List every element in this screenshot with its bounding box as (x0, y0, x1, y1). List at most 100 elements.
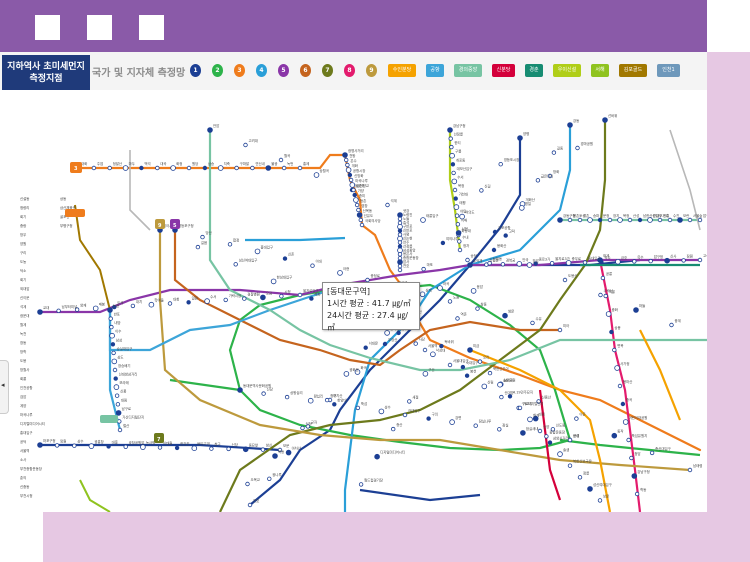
station-marker[interactable] (250, 165, 255, 171)
station-marker[interactable] (547, 173, 553, 179)
station-marker[interactable] (365, 277, 370, 283)
station-marker[interactable] (615, 259, 621, 265)
station-marker[interactable] (517, 405, 523, 411)
station-marker[interactable] (426, 416, 431, 421)
station-marker[interactable] (226, 446, 231, 452)
station-marker[interactable] (88, 443, 95, 449)
station-marker[interactable] (130, 303, 136, 309)
station-marker[interactable] (477, 359, 483, 364)
station-marker[interactable] (354, 369, 361, 375)
station-marker[interactable] (343, 371, 350, 377)
line-chip-17[interactable]: 김포골드 (619, 64, 647, 77)
station-marker[interactable] (449, 419, 455, 425)
station-marker[interactable] (587, 486, 593, 492)
station-marker[interactable] (587, 217, 593, 223)
station-marker[interactable] (602, 117, 608, 123)
station-marker[interactable] (174, 445, 180, 451)
line-chip-6[interactable]: 6 (300, 64, 311, 77)
window-square-1[interactable] (35, 15, 60, 40)
station-marker[interactable] (453, 196, 458, 201)
station-marker[interactable] (605, 311, 612, 317)
station-marker[interactable] (110, 342, 116, 347)
station-marker[interactable] (681, 258, 686, 263)
station-marker[interactable] (385, 202, 390, 208)
station-marker[interactable] (629, 455, 634, 461)
station-marker[interactable] (349, 182, 356, 188)
station-marker[interactable] (582, 260, 588, 265)
station-marker[interactable] (209, 446, 214, 451)
station-marker[interactable] (260, 447, 266, 452)
station-marker[interactable] (397, 252, 403, 257)
station-marker[interactable] (260, 294, 266, 301)
line-chip-1[interactable]: 1 (190, 64, 201, 77)
station-marker[interactable] (285, 449, 292, 456)
station-marker[interactable] (54, 443, 60, 448)
station-marker[interactable] (342, 152, 348, 158)
station-marker[interactable] (500, 262, 506, 267)
station-marker[interactable] (455, 230, 462, 236)
station-marker[interactable] (448, 136, 453, 141)
station-marker[interactable] (115, 410, 122, 416)
station-marker[interactable] (575, 145, 580, 151)
station-marker[interactable] (402, 412, 408, 418)
line-chip-8[interactable]: 8 (344, 64, 355, 77)
station-marker[interactable] (397, 224, 403, 230)
line-chip-12[interactable]: 경의중앙 (454, 64, 482, 77)
station-marker[interactable] (37, 309, 43, 315)
station-marker[interactable] (297, 165, 303, 171)
station-marker[interactable] (497, 381, 503, 388)
station-marker[interactable] (123, 444, 128, 449)
station-marker[interactable] (455, 222, 461, 227)
station-marker[interactable] (648, 258, 653, 264)
station-marker[interactable] (122, 165, 129, 171)
station-marker[interactable] (649, 450, 655, 456)
station-marker[interactable] (351, 187, 356, 193)
station-marker[interactable] (577, 217, 583, 223)
station-marker[interactable] (499, 394, 504, 400)
station-marker[interactable] (254, 248, 261, 255)
station-marker[interactable] (479, 188, 484, 193)
station-marker[interactable] (344, 157, 349, 163)
station-marker[interactable] (450, 162, 456, 167)
station-marker[interactable] (422, 347, 428, 353)
station-marker[interactable] (106, 444, 111, 449)
station-marker[interactable] (567, 122, 573, 128)
station-marker[interactable] (358, 217, 363, 223)
station-marker[interactable] (420, 217, 426, 223)
station-marker[interactable] (74, 307, 80, 312)
station-marker[interactable] (447, 362, 453, 368)
station-marker[interactable] (397, 235, 403, 242)
station-marker[interactable] (557, 217, 563, 223)
line-chip-10[interactable]: 수인분당 (388, 64, 416, 77)
station-marker[interactable] (378, 408, 385, 415)
station-marker[interactable] (460, 364, 466, 370)
station-marker[interactable] (396, 330, 401, 336)
station-marker[interactable] (204, 298, 210, 304)
station-marker[interactable] (348, 177, 354, 183)
station-marker[interactable] (242, 296, 247, 301)
station-marker[interactable] (612, 347, 617, 353)
station-marker[interactable] (313, 172, 320, 178)
line-chip-3[interactable]: 3 (234, 64, 245, 77)
station-marker[interactable] (332, 402, 337, 407)
station-marker[interactable] (419, 291, 426, 298)
station-marker[interactable] (297, 292, 303, 298)
station-marker[interactable] (487, 370, 493, 376)
station-marker[interactable] (233, 262, 238, 267)
station-marker[interactable] (265, 165, 272, 171)
station-marker[interactable] (382, 341, 388, 347)
station-marker[interactable] (155, 165, 160, 171)
station-marker[interactable] (518, 205, 525, 211)
station-marker[interactable] (549, 260, 555, 266)
station-marker[interactable] (657, 217, 663, 223)
station-marker[interactable] (413, 341, 418, 346)
station-marker[interactable] (363, 345, 368, 350)
station-marker[interactable] (669, 322, 674, 328)
station-marker[interactable] (609, 329, 614, 335)
station-marker[interactable] (697, 257, 703, 263)
station-marker[interactable] (111, 350, 116, 356)
station-marker[interactable] (310, 263, 315, 268)
station-marker[interactable] (421, 266, 426, 272)
station-marker[interactable] (223, 297, 228, 303)
